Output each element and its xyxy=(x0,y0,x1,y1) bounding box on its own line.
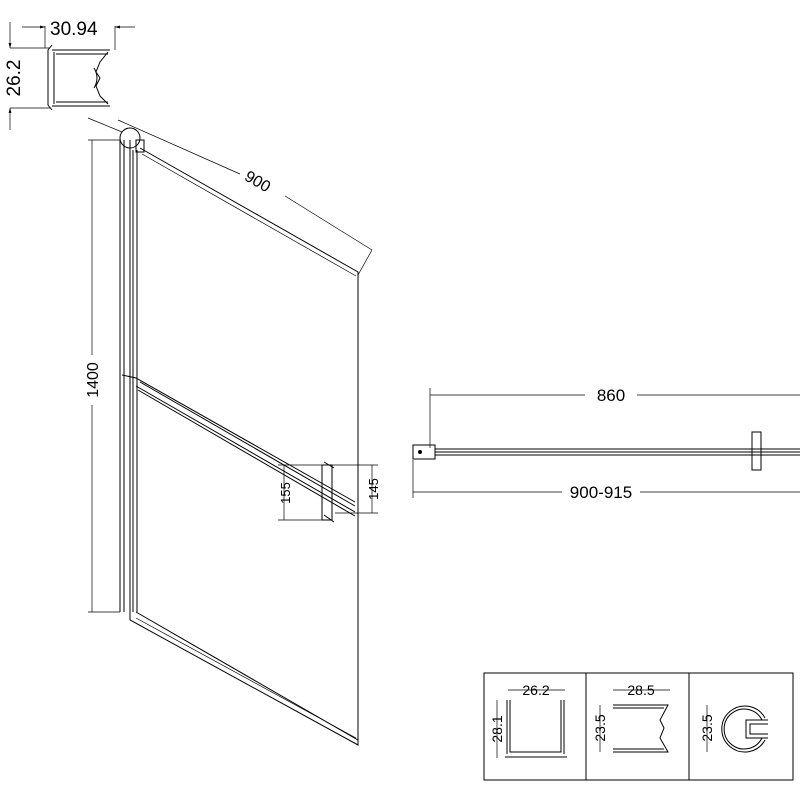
plan-overall-label: 900-915 xyxy=(570,483,632,502)
profile-width-label: 30.94 xyxy=(50,19,98,40)
profile-2-height: 23.5 xyxy=(592,714,608,741)
profile-1-width: 26.2 xyxy=(522,682,549,698)
profile-wall-channel: 28.5 23.5 xyxy=(592,682,670,753)
profile-2-width: 28.5 xyxy=(627,682,654,698)
bar-left-dimension: 155 xyxy=(278,482,293,504)
plan-view: 860 900-915 xyxy=(412,386,800,502)
plan-inner-label: 860 xyxy=(597,386,625,405)
top-profile-detail: 30.94 26.2 xyxy=(4,19,135,130)
profile-height-label: 26.2 xyxy=(4,60,25,97)
profile-3-height: 23.5 xyxy=(699,714,715,741)
bar-right-dimension: 145 xyxy=(366,478,381,500)
profile-u-channel: 26.2 28.1 xyxy=(489,682,567,758)
profiles-table: 26.2 28.1 28.5 23.5 23.5 xyxy=(483,672,794,781)
panel-elevation: 1400 900 155 145 xyxy=(85,117,381,746)
profile-1-height: 28.1 xyxy=(489,715,505,742)
panel-width-label: 900 xyxy=(241,168,273,196)
profile-round: 23.5 xyxy=(699,705,768,753)
panel-height-label: 1400 xyxy=(85,362,102,398)
